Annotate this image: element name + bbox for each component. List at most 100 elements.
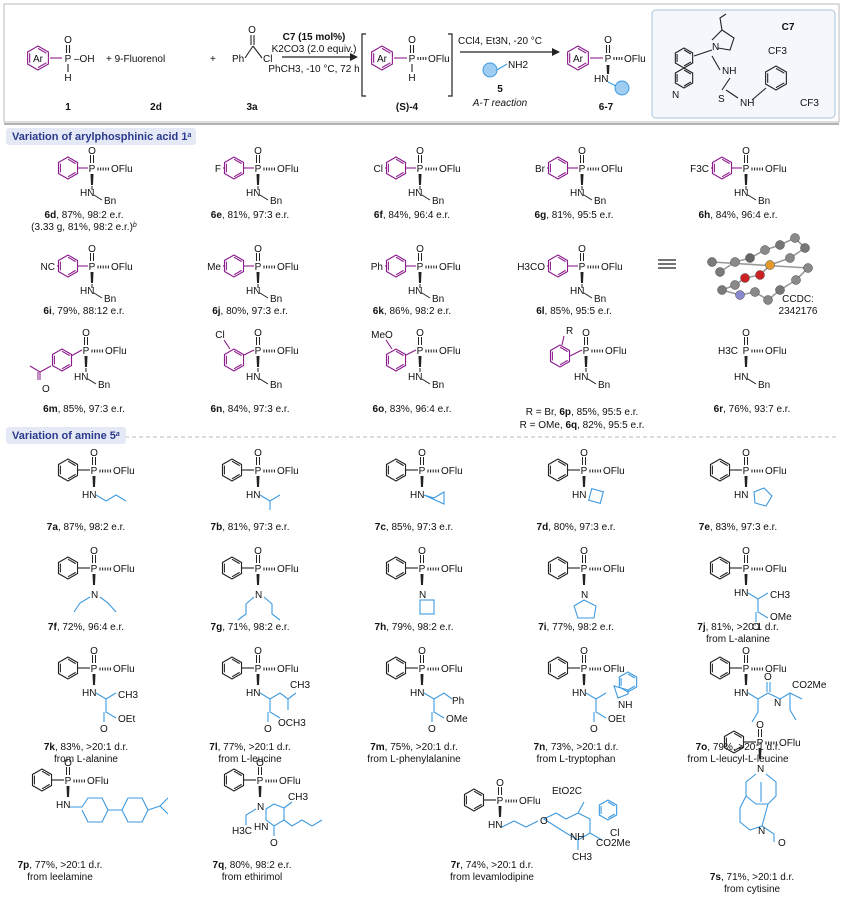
wedge-bond: [256, 356, 260, 367]
crystal-atom: [803, 263, 813, 273]
bond: [747, 378, 757, 385]
carbonyl-o: O: [778, 838, 786, 849]
crystal-atom: [791, 275, 801, 285]
carbonyl-o: O: [428, 724, 436, 735]
oflu-group: OFlu: [277, 466, 299, 477]
crystal-atom: [765, 260, 775, 270]
compound-caption: 6r, 76%, 93:7 e.r.: [714, 404, 791, 415]
hn-group: HN: [572, 490, 586, 501]
hn-group: HN: [82, 688, 96, 699]
n-atom: N: [581, 590, 588, 601]
wedge-bond: [66, 786, 70, 797]
tryptophan-ester: [585, 692, 607, 722]
catalyst-box: [651, 9, 836, 119]
phenyl: Ph: [452, 696, 464, 707]
aryl-ring-4: [371, 45, 393, 71]
phenyl-ring: [547, 656, 569, 680]
compound-caption: 6f, 84%, 96:4 e.r.: [374, 210, 450, 221]
oflu-group: OFlu: [111, 164, 133, 175]
oxygen-atom: O: [90, 646, 98, 657]
phosphorus-atom: P: [581, 564, 588, 575]
oxygen-atom: O: [742, 646, 750, 657]
compound-caption: 6l, 85%, 95:5 e.r.: [536, 306, 612, 317]
phenyl-ring: [57, 556, 79, 580]
section-2-title: Variation of amine 5a: [12, 430, 120, 442]
phenyl-ring: [221, 556, 243, 580]
crystal-atom: [763, 295, 773, 305]
source-compound: from L-alanine: [54, 754, 118, 765]
alanine-ester: [747, 592, 769, 622]
pyrimidinone: [245, 801, 323, 836]
wedge-bond: [582, 674, 586, 685]
bond: [259, 378, 269, 385]
phenyl-ring: [709, 556, 731, 580]
oxygen-atom: O: [408, 35, 416, 46]
aryl-ring: [385, 254, 407, 278]
ester: CO2Me: [792, 680, 827, 691]
nh-group: NH: [740, 98, 754, 109]
benzyl-group: Bn: [270, 294, 282, 305]
fluorenol-reagent: + 9-Fluorenol: [106, 54, 165, 65]
phosphorus-atom: P: [419, 466, 426, 477]
amide-n: N: [774, 698, 781, 709]
wedge-bond: [256, 272, 260, 283]
ether-o: O: [540, 816, 548, 827]
oflu-group: OFlu: [87, 776, 109, 787]
hydrogen-atom: H: [64, 73, 71, 84]
phenyl-ring: [31, 768, 53, 792]
wedge-bond: [418, 272, 422, 283]
oflu-group: OFlu: [277, 564, 299, 575]
oxygen-atom: O: [742, 448, 750, 459]
crystal-atom: [735, 290, 745, 300]
oxygen-atom: O: [418, 546, 426, 557]
oxygen-atom: O: [254, 546, 262, 557]
dipeptide: [747, 682, 803, 723]
oflu-group: OFlu: [279, 776, 301, 787]
n-atom: N: [257, 802, 264, 813]
oflu-group: OFlu: [624, 54, 646, 65]
source-compound: from ethirimol: [222, 872, 283, 883]
crystal-atom: [775, 285, 785, 295]
cytisine-skeleton: [739, 773, 777, 831]
compound-caption: 6k, 86%, 98:2 e.r.: [373, 306, 451, 317]
phosphorus-atom: P: [409, 54, 416, 65]
source-compound: from L-leucyl-L-leucine: [687, 754, 789, 765]
hn-group: HN: [80, 188, 94, 199]
oflu-group: OFlu: [277, 346, 299, 357]
benzyl-group: Bn: [270, 196, 282, 207]
oxygen-atom: O: [578, 244, 586, 255]
ring-n: N: [758, 826, 765, 837]
thio-s: S: [718, 94, 725, 105]
benzyl-group: Bn: [594, 196, 606, 207]
hn-group: HN: [410, 688, 424, 699]
compound-caption: 7f, 72%, 96:4 e.r.: [48, 622, 124, 633]
quinuclidine-n: N: [712, 42, 719, 53]
compound-caption: 6n, 84%, 97:3 e.r.: [211, 404, 290, 415]
oxygen-atom: O: [580, 448, 588, 459]
phosphorus-atom: P: [757, 738, 764, 749]
compound-label-3a: 3a: [246, 102, 258, 113]
hn-group: HN: [574, 372, 588, 383]
wedge-bond: [582, 476, 586, 487]
cyclobutyl: [587, 487, 605, 505]
ethoxy: OEt: [118, 714, 135, 725]
oflu-group: OFlu: [603, 564, 625, 575]
wedge-bond: [498, 806, 502, 817]
phosphorus-atom: P: [65, 776, 72, 787]
compound-label-6-7: 6-7: [599, 102, 614, 113]
compound-caption: 7o, 79%, >20:1 d.r.: [696, 742, 781, 753]
